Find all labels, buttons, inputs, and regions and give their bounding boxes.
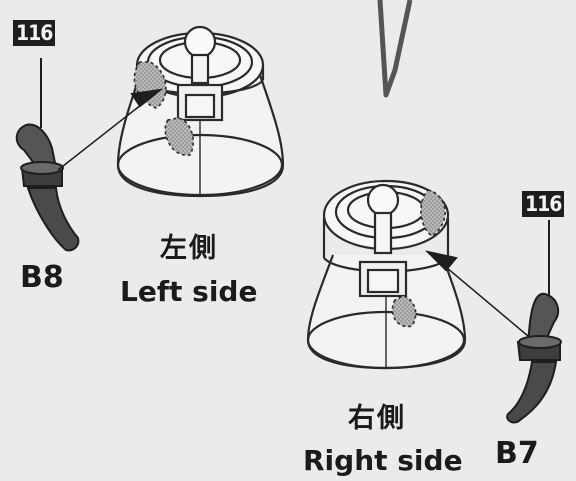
- right-nozzle: [306, 179, 467, 370]
- left-side-label-jp: 左側: [160, 233, 218, 264]
- right-step-badge: 116: [522, 191, 565, 217]
- top-pointer: [377, 0, 413, 98]
- part-b8: [15, 58, 164, 252]
- left-side-label-en: Left side: [120, 275, 258, 308]
- right-side-label-en: Right side: [303, 444, 463, 477]
- right-side-label-jp: 右側: [348, 403, 406, 434]
- left-nozzle: [116, 25, 285, 198]
- left-step-badge: 116: [13, 20, 56, 46]
- part-b7: [424, 220, 562, 424]
- right-part-code: B7: [495, 436, 539, 471]
- left-part-code: B8: [20, 260, 64, 295]
